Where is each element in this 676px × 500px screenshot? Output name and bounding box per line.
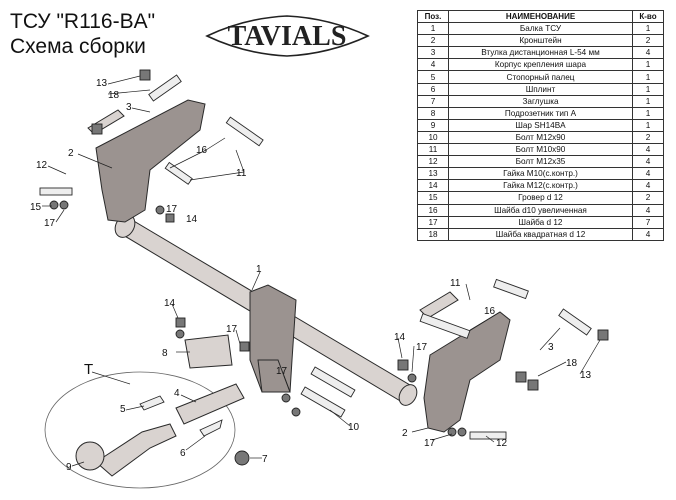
center-mount bbox=[249, 284, 297, 393]
callout-5: 5 bbox=[120, 404, 126, 415]
logo-text: TAVIALS bbox=[228, 21, 347, 52]
leader-lines bbox=[42, 75, 601, 467]
callout-8: 8 bbox=[162, 348, 168, 359]
callout-12: 12 bbox=[36, 160, 48, 171]
callout-3: 3 bbox=[126, 102, 132, 113]
callout-14: 14 bbox=[186, 214, 198, 225]
callout-9: 9 bbox=[66, 462, 72, 473]
callout-15: 15 bbox=[30, 202, 42, 213]
center-bolts-part-10 bbox=[281, 366, 356, 418]
ball-mount-group bbox=[44, 371, 250, 489]
callout-16: 16 bbox=[196, 145, 208, 156]
qty-cell: 4 bbox=[632, 227, 664, 241]
callout-7: 7 bbox=[262, 454, 268, 465]
callout-14: 14 bbox=[394, 332, 406, 343]
callout-labels: 13 18 3 2 16 11 12 15 17 17 14 1 14 17 8… bbox=[30, 78, 592, 473]
qty-cell: 4 bbox=[632, 203, 664, 217]
callout-17: 17 bbox=[424, 438, 436, 449]
left-bracket-part-2 bbox=[87, 99, 206, 223]
callout-11: 11 bbox=[236, 168, 247, 179]
tavials-logo: TAVIALS bbox=[205, 15, 370, 57]
callout-17: 17 bbox=[276, 366, 288, 377]
callout-13: 13 bbox=[580, 370, 592, 381]
callout-2: 2 bbox=[402, 428, 408, 439]
callout-4: 4 bbox=[174, 388, 180, 399]
callout-1: 1 bbox=[256, 264, 262, 275]
diagram-title: ТСУ "R116-BA" bbox=[10, 10, 156, 33]
socket-plate-part-8 bbox=[175, 317, 250, 369]
callout-11: 11 bbox=[450, 278, 461, 289]
callout-17: 17 bbox=[166, 204, 178, 215]
callout-12: 12 bbox=[496, 438, 508, 449]
callout-13: 13 bbox=[96, 78, 108, 89]
callout-16: 16 bbox=[484, 306, 496, 317]
right-bracket-part-2 bbox=[419, 291, 511, 433]
left-side-bolt bbox=[39, 187, 175, 223]
callout-14: 14 bbox=[164, 298, 176, 309]
callout-10: 10 bbox=[348, 422, 360, 433]
table-header-row: Поз. НАИМЕНОВАНИЕ К-во bbox=[417, 9, 664, 24]
callout-18: 18 bbox=[566, 358, 578, 369]
right-bolts bbox=[397, 278, 609, 440]
callout-17: 17 bbox=[226, 324, 238, 335]
callout-2: 2 bbox=[68, 148, 74, 159]
callout-3: 3 bbox=[548, 342, 554, 353]
left-upper-bolt bbox=[91, 69, 264, 185]
diagram-subtitle: Схема сборки bbox=[10, 35, 146, 58]
callout-17: 17 bbox=[416, 342, 428, 353]
callout-17: 17 bbox=[44, 218, 56, 229]
callout-T: T bbox=[84, 361, 93, 378]
callout-18: 18 bbox=[108, 90, 120, 101]
callout-6: 6 bbox=[180, 448, 186, 459]
